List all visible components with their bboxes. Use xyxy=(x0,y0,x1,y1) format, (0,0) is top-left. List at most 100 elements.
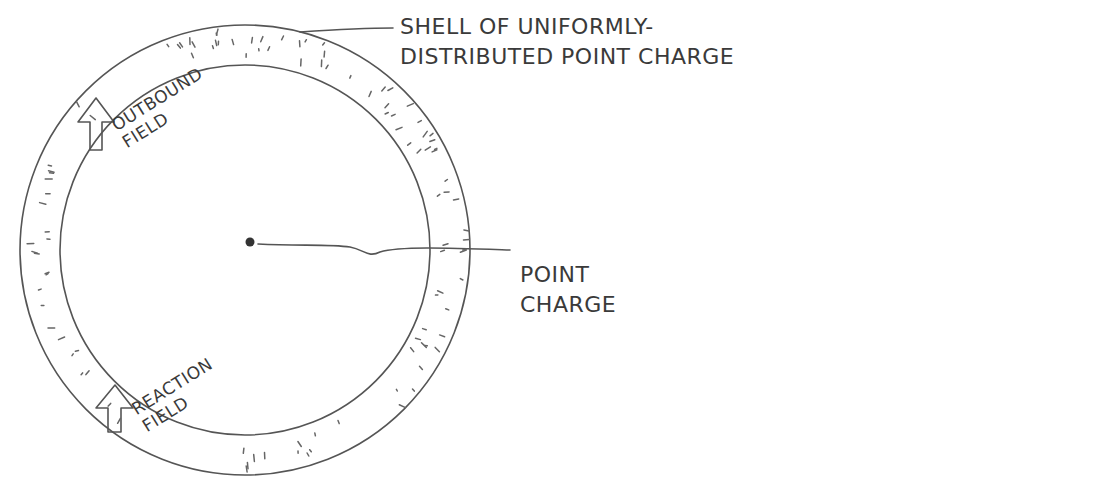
charge-speck xyxy=(460,250,466,252)
charge-speck xyxy=(243,448,245,453)
charge-label: POINT CHARGE xyxy=(520,260,640,319)
charge-speck xyxy=(212,46,214,49)
charge-speck xyxy=(90,116,95,120)
charge-leader-line xyxy=(258,244,510,254)
charge-speck xyxy=(310,450,312,452)
charge-speck xyxy=(443,244,448,246)
field-label: OUTBOUND FIELD xyxy=(108,65,214,153)
charge-speck xyxy=(251,38,253,43)
charge-speck xyxy=(86,371,89,375)
charge-speck xyxy=(167,44,169,46)
point-charge-dot xyxy=(246,238,255,247)
charge-speck xyxy=(437,194,439,196)
charge-speck xyxy=(46,193,50,195)
charge-speck xyxy=(321,60,323,67)
charge-speck xyxy=(399,405,405,408)
charge-speck xyxy=(264,452,266,458)
charge-speck xyxy=(326,65,328,68)
charge-speck xyxy=(307,453,309,456)
charge-speck xyxy=(323,51,325,57)
charge-speck xyxy=(300,59,302,66)
charge-speck xyxy=(411,348,414,352)
charge-speck xyxy=(435,347,439,351)
charge-speck xyxy=(369,91,371,96)
charge-speck xyxy=(454,199,459,200)
charge-speck xyxy=(48,164,51,166)
charge-speck xyxy=(47,238,50,240)
charge-speck xyxy=(446,309,449,310)
charge-speck xyxy=(192,42,195,47)
charge-speck xyxy=(413,389,415,391)
charge-speck xyxy=(314,433,316,436)
charge-speck xyxy=(423,329,427,330)
charge-speck xyxy=(430,133,433,135)
charge-speck xyxy=(258,49,260,51)
charge-speck xyxy=(59,337,65,340)
charge-speck xyxy=(75,350,78,352)
charge-speck xyxy=(445,180,447,182)
charge-speck xyxy=(81,373,83,375)
charge-speck xyxy=(34,252,39,254)
charge-speck xyxy=(216,29,218,35)
charge-speck xyxy=(299,41,301,47)
charge-speck xyxy=(440,335,445,337)
charge-speck xyxy=(464,230,469,231)
charge-speck xyxy=(385,104,389,108)
charge-speck xyxy=(396,389,398,391)
charge-speck xyxy=(438,291,443,293)
charge-speck xyxy=(245,54,247,58)
charge-speck xyxy=(108,403,111,406)
charge-speck xyxy=(323,43,325,45)
charge-speck xyxy=(41,305,44,307)
charge-speck xyxy=(46,274,48,275)
charge-speck xyxy=(45,231,49,233)
charge-speck xyxy=(39,288,42,290)
charge-speck xyxy=(408,143,411,145)
charge-speck xyxy=(422,343,427,348)
charge-speck xyxy=(189,38,191,45)
inner-shell-outline xyxy=(60,65,430,435)
charge-speck xyxy=(268,47,270,51)
charge-speck xyxy=(436,294,438,296)
charge-speck xyxy=(118,418,121,423)
charge-speck xyxy=(245,466,247,472)
charge-speck xyxy=(385,113,388,115)
charge-speck xyxy=(77,102,80,107)
charge-speck xyxy=(441,250,445,251)
charge-speck xyxy=(425,147,430,150)
reaction-arrow xyxy=(96,385,133,432)
charge-speck xyxy=(298,442,301,447)
charge-speck xyxy=(338,421,339,424)
charge-speck xyxy=(432,150,437,152)
charge-speck xyxy=(297,451,299,453)
charge-speck xyxy=(72,354,73,356)
charge-speck xyxy=(417,149,421,153)
charge-speck xyxy=(253,455,255,462)
charge-speck xyxy=(27,243,34,245)
charge-speck xyxy=(45,178,52,180)
charge-speck xyxy=(192,53,194,58)
charge-speck xyxy=(216,40,217,45)
shell-label: SHELL OF UNIFORMLY-DISTRIBUTED POINT CHA… xyxy=(400,12,740,71)
charge-speck xyxy=(350,76,351,79)
charge-speck xyxy=(418,121,421,123)
charge-speck xyxy=(232,39,234,44)
charge-speck xyxy=(423,131,427,137)
charge-speck xyxy=(407,104,413,107)
charge-speck xyxy=(218,41,220,45)
charge-speck xyxy=(49,171,55,173)
charge-speck xyxy=(396,127,402,129)
charge-speck xyxy=(261,37,263,42)
charge-speck xyxy=(40,203,46,205)
shell-leader-line xyxy=(300,28,393,32)
charge-speck xyxy=(416,338,421,339)
charge-speck xyxy=(388,88,393,91)
outbound-arrow xyxy=(78,98,114,150)
charge-speck xyxy=(305,40,306,42)
charge-speck xyxy=(382,87,385,91)
charge-speck xyxy=(48,327,55,329)
charge-speck xyxy=(178,45,181,49)
charge-speck xyxy=(460,279,463,280)
outer-shell-outline xyxy=(20,25,470,475)
charge-speck xyxy=(420,366,423,369)
